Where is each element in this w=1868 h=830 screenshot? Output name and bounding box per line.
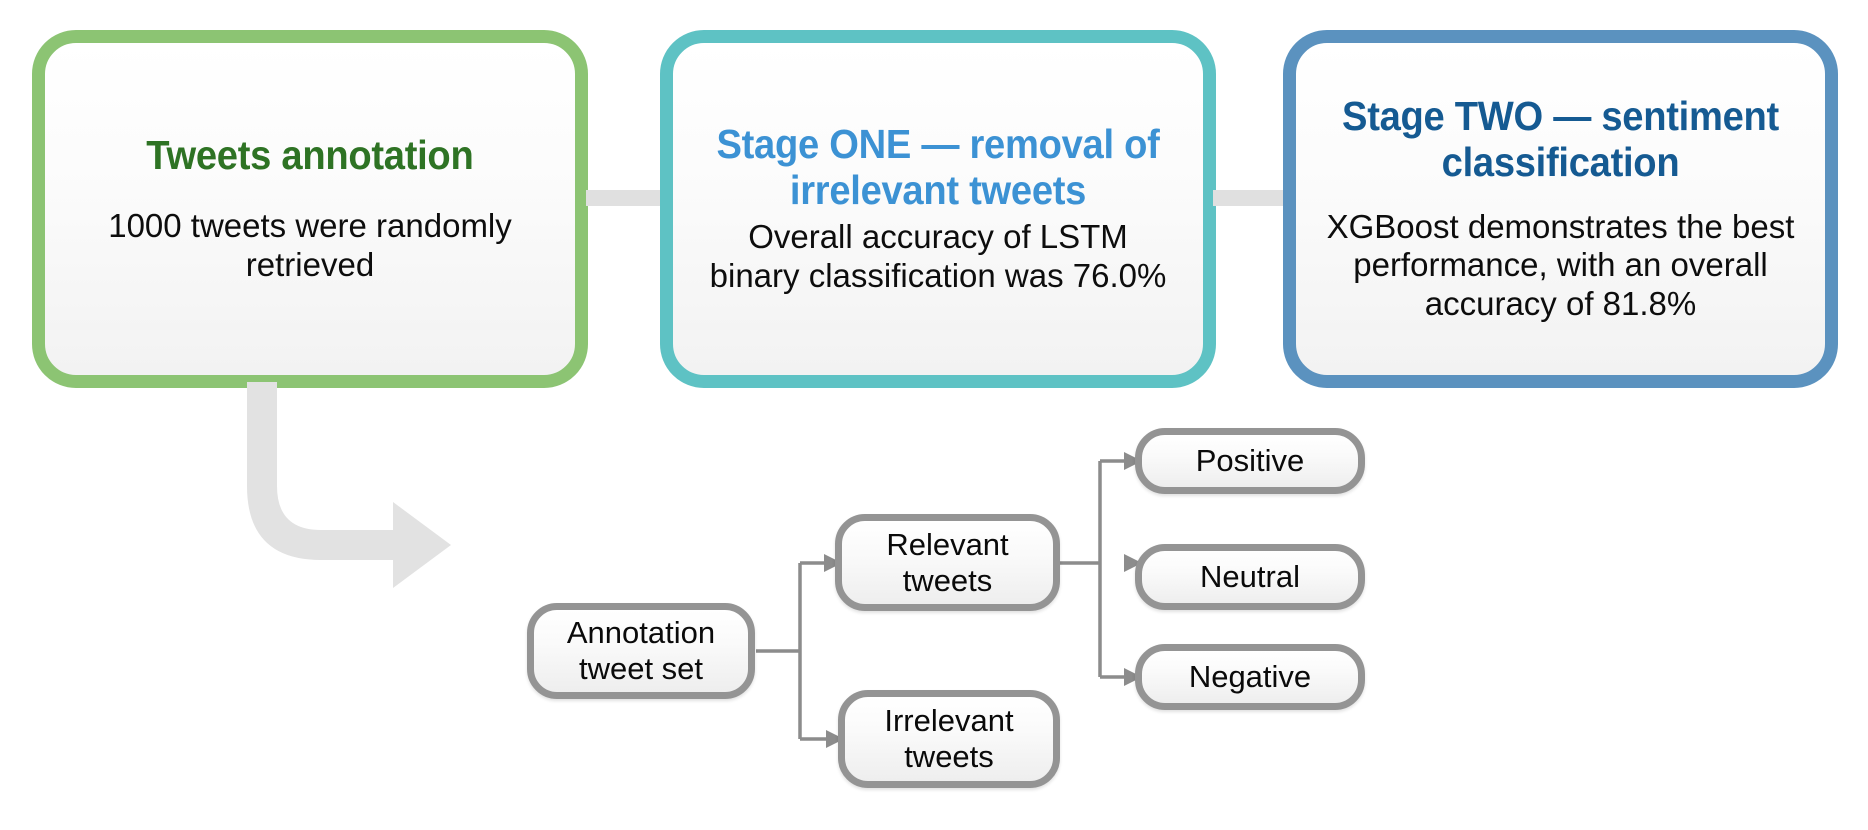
tree-node-relevant-tweets[interactable]: Relevant tweets	[835, 514, 1060, 611]
stage-card-body: Overall accuracy of LSTM binary classifi…	[709, 217, 1167, 294]
stage-card-body: XGBoost demonstrates the best performanc…	[1326, 207, 1795, 323]
stage-connector-two-to-three	[1213, 190, 1285, 206]
stage-card-title: Tweets annotation	[146, 132, 474, 179]
tree-node-irrelevant-tweets[interactable]: Irrelevant tweets	[838, 690, 1060, 788]
flow-arrow-icon	[247, 382, 451, 588]
stage-card-stage-one: Stage ONE — removal of irrelevant tweets…	[660, 30, 1216, 388]
stage-card-tweets-annotation: Tweets annotation 1000 tweets were rando…	[32, 30, 588, 388]
stage-card-title: Stage TWO — sentiment classification	[1342, 92, 1779, 185]
stage-card-stage-two: Stage TWO — sentiment classification XGB…	[1283, 30, 1838, 388]
stage-card-body: 1000 tweets were randomly retrieved	[108, 207, 512, 283]
tree-node-positive[interactable]: Positive	[1135, 428, 1365, 494]
tree-node-neutral[interactable]: Neutral	[1135, 544, 1365, 610]
stage-card-title: Stage ONE — removal of irrelevant tweets	[716, 121, 1160, 214]
tree-node-negative[interactable]: Negative	[1135, 644, 1365, 710]
stage-connector-one-to-two	[586, 190, 662, 206]
tree-node-annotation-tweet-set[interactable]: Annotation tweet set	[527, 603, 755, 699]
